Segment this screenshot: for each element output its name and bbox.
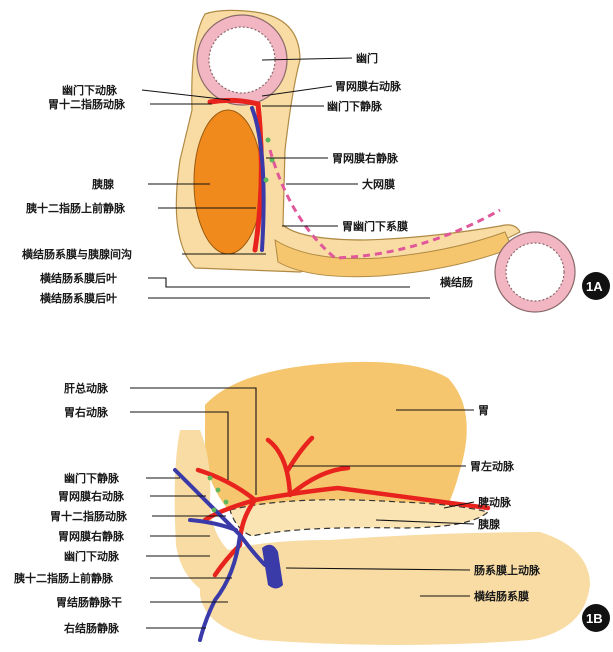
mesocolon-shape <box>200 532 590 645</box>
label-gastroduodenal-artery-b: 胃十二指肠动脉 <box>50 509 128 523</box>
label-right-gastric-artery: 胃右动脉 <box>64 405 109 419</box>
label-greater-omentum: 大网膜 <box>362 177 395 191</box>
label-pancreas-b: 胰腺 <box>477 517 501 531</box>
pancreas-shape <box>194 110 262 254</box>
lymph-node <box>224 500 229 505</box>
label-pylorus: 幽门 <box>356 51 378 65</box>
lymph-node <box>216 488 221 493</box>
label-inf-pyloric-vein-b: 幽门下静脉 <box>64 471 120 485</box>
label-common-hepatic-artery: 肝总动脉 <box>64 381 109 395</box>
label-inf-pyloric-artery-b: 幽门下动脉 <box>64 549 120 563</box>
lymph-node <box>266 138 271 143</box>
label-pancreas-a: 胰腺 <box>91 177 115 191</box>
label-right-colic-vein: 右结肠静脉 <box>63 621 120 635</box>
label-gastroduodenal-artery-a: 胃十二指肠动脉 <box>48 97 126 111</box>
label-gastropyloric-mesentery: 胃幽门下系膜 <box>342 219 408 233</box>
label-mesocolon-pancreas-groove: 横结肠系膜与胰腺间沟 <box>22 247 132 261</box>
label-mesocolon-post-leaf-2: 横结肠系膜后叶 <box>40 291 117 305</box>
label-aspd-vein-a: 胰十二指肠上前静脉 <box>25 201 126 215</box>
label-right-gastroepiploic-vein-b: 胃网膜右静脉 <box>58 529 125 543</box>
label-right-gastroepiploic-artery-a: 胃网膜右动脉 <box>335 79 402 93</box>
label-transverse-colon: 横结肠 <box>440 275 473 289</box>
pancreas-outline <box>230 500 488 536</box>
figure-1b: 肝总动脉 胃右动脉 胃 胃左动脉 幽门下静脉 胃网膜右动脉 胃十二指肠动脉 脾动… <box>13 362 610 645</box>
label-aspd-vein-b: 胰十二指肠上前静脉 <box>13 571 114 585</box>
label-transverse-mesocolon: 横结肠系膜 <box>474 589 529 603</box>
figure-1a: 幽门 幽门下动脉 胃十二指肠动脉 胃网膜右动脉 幽门下静脉 胃网膜右静脉 胰腺 … <box>22 10 610 312</box>
label-stomach: 胃 <box>478 404 489 417</box>
lymph-node <box>212 508 217 513</box>
label-left-gastric-artery: 胃左动脉 <box>470 459 515 473</box>
lymph-node <box>208 476 213 481</box>
lymph-node <box>264 178 269 183</box>
label-splenic-artery: 脾动脉 <box>478 495 512 509</box>
transverse-colon-lumen <box>506 243 564 301</box>
label-inf-pyloric-vein-a: 幽门下静脉 <box>327 99 383 113</box>
badge-1b-text: 1B <box>586 611 603 626</box>
label-mesocolon-post-leaf-1: 横结肠系膜后叶 <box>40 271 117 285</box>
badge-1a-text: 1A <box>586 279 603 294</box>
label-sma: 肠系膜上动脉 <box>474 563 541 577</box>
label-inf-pyloric-artery-a: 幽门下动脉 <box>62 83 118 97</box>
label-right-gastroepiploic-artery-b: 胃网膜右动脉 <box>58 489 125 503</box>
label-gastrocolic-trunk: 胃结肠静脉干 <box>56 595 122 609</box>
label-right-gastroepiploic-vein-a: 胃网膜右静脉 <box>332 151 399 165</box>
